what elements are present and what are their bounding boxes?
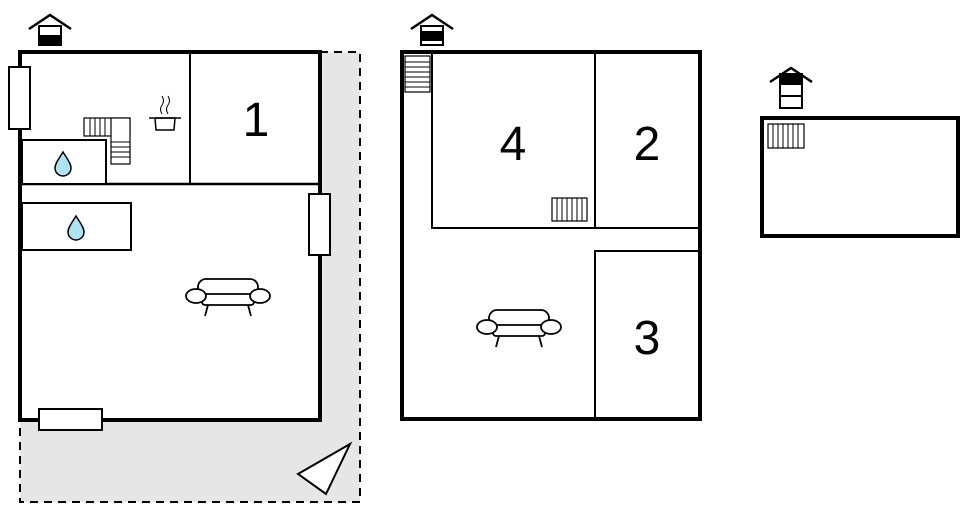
room-label: 3 (634, 312, 661, 365)
stairs-icon (404, 55, 431, 93)
room-label: 2 (634, 118, 661, 171)
attic-floor (760, 66, 960, 238)
window-icon (8, 66, 31, 130)
ground-floor: 1 (8, 13, 361, 503)
window-icon (308, 193, 331, 256)
room-label: 1 (243, 94, 270, 147)
house-level-icon-ground (27, 13, 73, 46)
radiator-icon (767, 123, 805, 149)
radiator-icon (551, 197, 588, 222)
compass-direction-icon (296, 441, 353, 496)
stairs-icon (83, 117, 131, 165)
first-floor-outline (400, 50, 702, 421)
room-label: 4 (500, 118, 527, 171)
house-level-icon-first (409, 13, 455, 46)
window-icon (38, 408, 103, 431)
house-level-icon-attic (768, 66, 814, 109)
first-floor: 4 2 3 (400, 13, 702, 421)
kitchen-pot-icon (149, 95, 181, 131)
